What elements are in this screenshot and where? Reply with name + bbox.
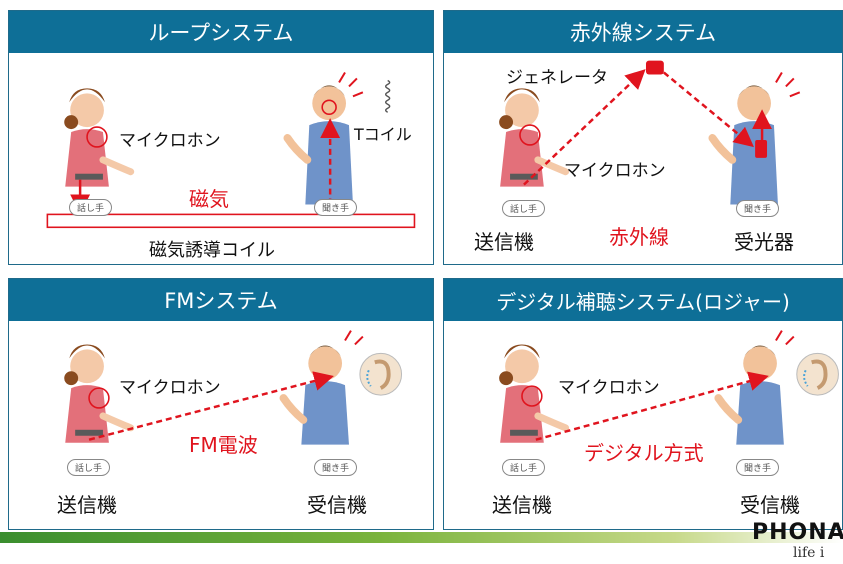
tcoil-circle [321,99,337,115]
mic-circle [521,385,543,407]
mic-label: マイクロホン [119,131,221,151]
mic-circle [519,124,541,146]
panel-digital-system: デジタル補聴システム(ロジャー) マイクロホン デジタル方式 話し手 聞き手 送… [443,278,843,530]
loop-illustration [46,72,416,229]
mic-label: マイクロホン [564,161,666,181]
digital-illustration [499,330,839,445]
panel-loop-system: ループシステム マイクロホン Tコイル 磁気 話し手 [8,10,434,265]
speaker-figure [64,344,135,443]
listener-tag: 聞き手 [736,200,780,217]
speaker-tag: 話し手 [502,459,546,476]
mic-label: マイクロホン [558,378,660,398]
mic-label: マイクロホン [119,378,221,398]
brand-tagline: life i [793,545,825,561]
generator-box [645,60,664,75]
receiver-box [755,139,768,158]
transmitter-label: 送信機 [474,230,534,254]
receiver-label: 受光器 [734,230,794,254]
fm-illustration [64,330,403,445]
panel-title: ループシステム [9,11,433,53]
receiver-label: 受信機 [307,493,367,517]
speaker-tag: 話し手 [69,199,113,216]
listener-figure [708,72,801,205]
transmitter-label: 送信機 [57,493,117,517]
digital-label: デジタル方式 [584,441,704,465]
listener-figure [283,72,364,205]
listener-tag: 聞き手 [314,199,358,216]
speaker-figure [499,344,570,443]
listener-tag: 聞き手 [736,459,780,476]
infrared-label: 赤外線 [609,225,669,249]
speaker-tag: 話し手 [502,200,546,217]
generator-label: ジェネレータ [506,68,608,88]
mic-circle [88,387,110,409]
panel-title: デジタル補聴システム(ロジャー) [444,279,842,321]
speaker-figure [64,88,135,187]
panel-title: 赤外線システム [444,11,842,53]
panel-title: FMシステム [9,279,433,321]
panel-infrared-system: 赤外線システム ジェネレータ マイクロホン 話し手 聞き手 送信機 赤外線 受光… [443,10,843,265]
magnetism-label: 磁気 [189,187,229,211]
panel-fm-system: FMシステム マイクロホン FM電波 話し手 聞き手 送信機 受信機 [8,278,434,530]
tcoil-label: Tコイル [354,125,412,144]
listener-figure [279,330,364,445]
receiver-label: 受信機 [740,493,800,517]
induction-coil-label: 磁気誘導コイル [149,240,275,261]
mic-circle [86,126,108,148]
listener-tag: 聞き手 [314,459,358,476]
coil-spring-icon [385,79,391,113]
infrared-illustration [499,60,801,205]
ear-closeup-icon [796,352,839,396]
loop-coil [46,213,416,229]
ear-closeup-icon [359,352,403,396]
transmitter-label: 送信機 [492,493,552,517]
speaker-figure [499,88,570,187]
footer-gradient-bar [0,532,843,543]
fm-wave-label: FM電波 [189,433,258,457]
speaker-tag: 話し手 [67,459,111,476]
brand-logo: PHONA [752,520,843,545]
